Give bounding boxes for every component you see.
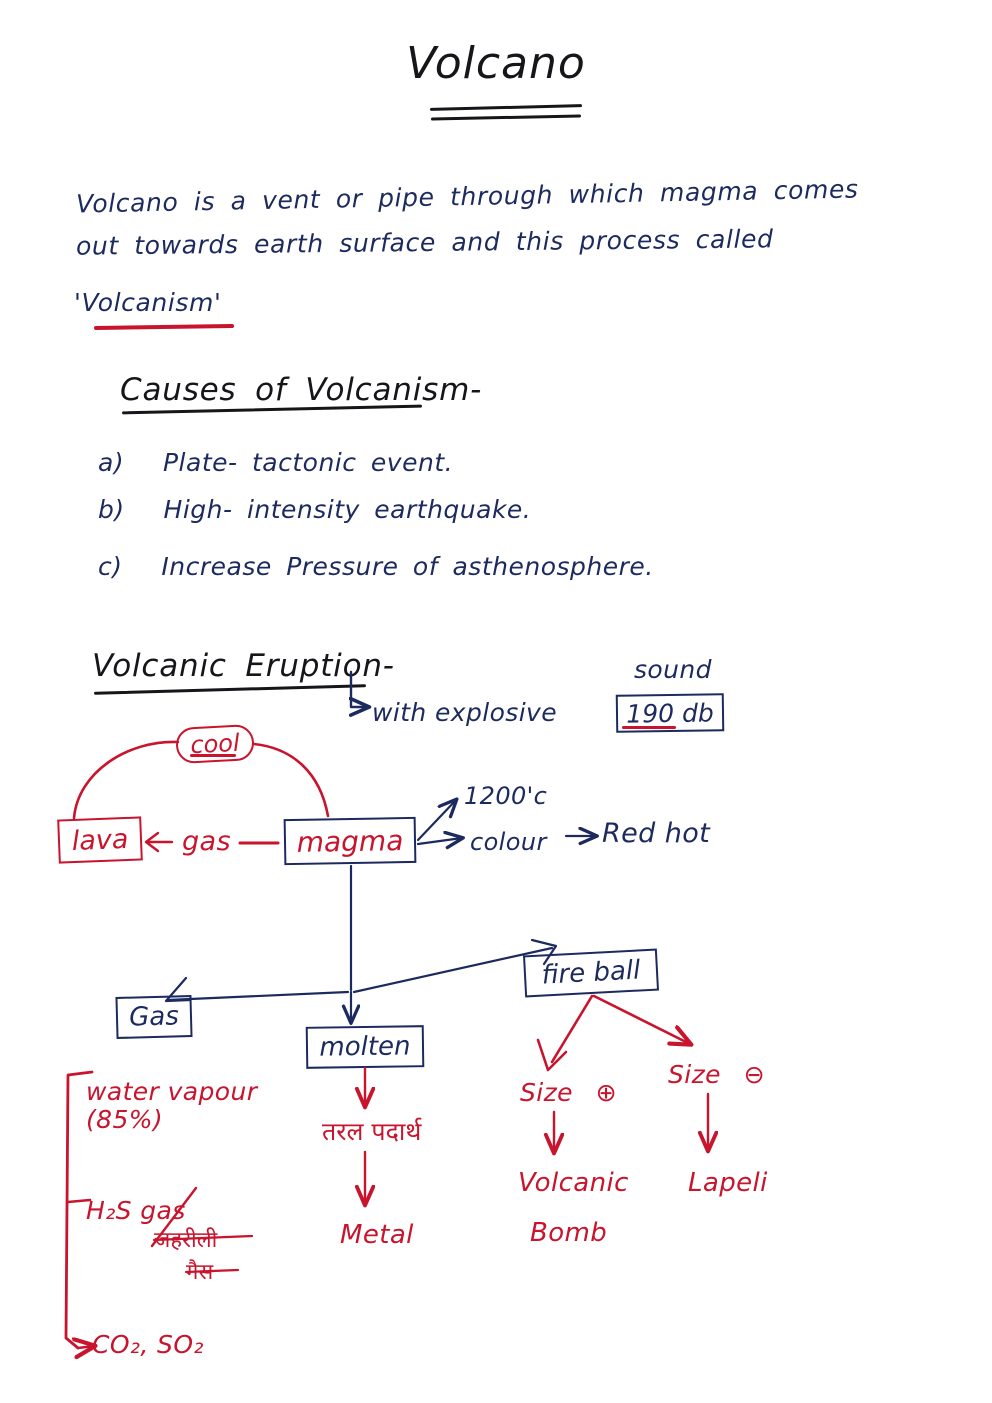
fireball-to-size-plus [550, 994, 594, 1064]
title-underline-1 [429, 104, 583, 111]
molten-result-label: Metal [340, 1220, 414, 1250]
lapeli-label: Lapeli [688, 1168, 768, 1198]
fireball-box: fire ball [522, 948, 660, 998]
size-plus-arrowhead [536, 1038, 568, 1072]
magma-colour-value: Red hot [602, 818, 711, 849]
fireball-size-minus: Size ⊖ [668, 1060, 765, 1089]
fireball-box-label: fire ball [540, 955, 642, 991]
molten-box: molten [305, 1025, 425, 1069]
cool-arc-left [72, 740, 180, 820]
magma-colour-label: colour [470, 828, 547, 856]
eruption-heading-underline [94, 684, 366, 695]
definition-line-1: Volcano is a vent or pipe through which … [75, 174, 859, 219]
gas-arrow-label: gas [182, 826, 231, 857]
gas-list-hindi-2: गैस [186, 1260, 214, 1285]
magma-label: magma [296, 823, 404, 859]
eruption-heading: Volcanic Eruption- [92, 648, 395, 684]
sound-value: 190 db [626, 697, 714, 729]
gas-arrow-head [144, 831, 160, 853]
gas-box-label: Gas [128, 1001, 180, 1033]
branch-to-gas [166, 990, 350, 1002]
sound-label: sound [634, 655, 712, 684]
list-text: Increase Pressure of asthenosphere. [161, 552, 654, 581]
volcanic-bomb-line-1: Volcanic [518, 1168, 629, 1198]
title-underline-2 [430, 114, 582, 121]
lava-box: lava [57, 816, 143, 864]
plus-sign-icon: ⊕ [595, 1078, 617, 1107]
list-marker: a) [98, 448, 125, 477]
magma-colour-arrow [416, 838, 462, 844]
definition-line-2: out towards earth surface and this proce… [75, 224, 774, 261]
list-item: a) Plate- tactonic event. [98, 448, 453, 477]
causes-heading: Causes of Volcanism- [120, 372, 483, 408]
list-marker: b) [98, 495, 125, 524]
fireball-to-size-minus [592, 994, 690, 1044]
list-text: High- intensity earthquake. [163, 495, 532, 524]
cool-arc-right [252, 742, 330, 818]
size-label: Size [520, 1078, 573, 1107]
magma-temperature: 1200'c [464, 782, 548, 810]
magma-temp-arrow [416, 800, 456, 842]
list-item: c) Increase Pressure of asthenosphere. [98, 552, 654, 581]
volcanic-bomb-line-2: Bomb [530, 1218, 608, 1248]
gas-list-item: water vapour (85%) [86, 1077, 258, 1134]
cool-underline [190, 754, 236, 757]
molten-box-label: molten [319, 1031, 411, 1063]
sound-value-underline [622, 726, 676, 729]
size-label: Size [668, 1060, 721, 1089]
list-text: Plate- tactonic event. [162, 448, 454, 477]
gas-list-item: H₂S gas [86, 1196, 186, 1225]
eruption-sub-text: with explosive [372, 698, 558, 727]
definition-line-3: 'Volcanism' [74, 288, 222, 317]
volcanism-underline [93, 324, 235, 330]
minus-sign-icon: ⊖ [743, 1060, 765, 1089]
gas-list-item: CO₂, SO₂ [92, 1330, 204, 1359]
list-item: b) High- intensity earthquake. [98, 495, 531, 524]
lava-label: lava [71, 823, 129, 857]
gas-box: Gas [115, 995, 193, 1039]
cool-bubble: cool [175, 723, 255, 765]
list-marker: c) [98, 552, 123, 581]
fireball-size-plus: Size ⊕ [520, 1078, 617, 1107]
magma-box: magma [283, 816, 417, 866]
molten-hindi-label: तरल पदार्थ [322, 1117, 422, 1146]
page-title: Volcano [406, 38, 586, 89]
gas-list-hindi-1: जहरीली [154, 1228, 218, 1253]
